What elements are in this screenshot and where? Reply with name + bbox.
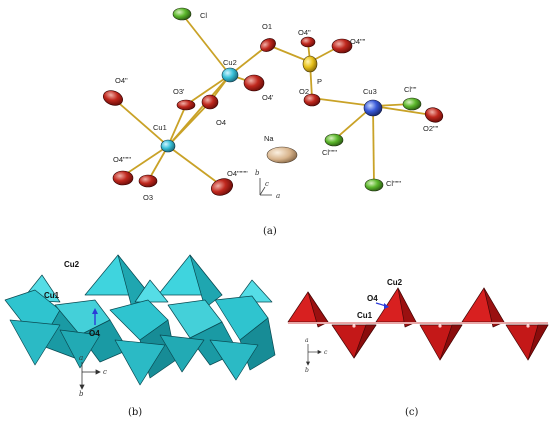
axes-a [259, 178, 272, 196]
label-cl-bottom: Cl""" [386, 179, 401, 188]
label-o3: O3 [143, 193, 153, 202]
label-na: Na [264, 134, 274, 143]
label-o4-top-b: O4"" [350, 37, 366, 46]
atom-p [302, 55, 318, 73]
label-o2-right: O2"" [423, 124, 439, 133]
atom-o3 [138, 174, 158, 188]
label-b-cu1: Cu1 [44, 291, 60, 300]
label-cl-top: Cl [200, 11, 207, 20]
atom-cu3 [363, 99, 383, 117]
axis-b-a: a [79, 354, 83, 362]
label-c-cu1: Cu1 [357, 311, 373, 320]
atom-o4-prime-right [243, 74, 265, 92]
axis-a-a: a [276, 192, 280, 200]
atom-o4-top-b [331, 38, 353, 54]
atom-o4-quad-prime [211, 178, 233, 196]
atom-na [266, 146, 298, 164]
label-b-cu2: Cu2 [64, 260, 80, 269]
label-o4-triple-prime: O4""" [113, 155, 131, 164]
label-cl-lower-left: Cl""" [322, 148, 337, 157]
atom-o3-prime [176, 99, 196, 111]
axis-c-c: c [324, 349, 328, 356]
axis-c-b: b [305, 367, 309, 374]
axes-b [79, 362, 101, 390]
axis-b-c: c [103, 368, 107, 376]
panel-c [287, 287, 549, 361]
caption-b: (b) [128, 407, 142, 418]
atom-o4-dblprime-left [103, 90, 123, 106]
label-o4-prime: O4' [262, 93, 274, 102]
atom-cl-bottom [364, 178, 384, 192]
panel-a: Cl O1 O4" O4"" P Cu2 O4' O4" O3' O4 O2 C… [103, 7, 444, 237]
label-o4: O4 [216, 118, 226, 127]
atom-o2-right [424, 107, 444, 123]
label-o1: O1 [262, 22, 272, 31]
axis-b-b: b [79, 390, 84, 398]
atom-cu1 [160, 139, 176, 153]
label-o2: O2 [299, 87, 309, 96]
axis-a-b: b [255, 169, 260, 177]
label-cl-right: Cl"" [404, 85, 417, 94]
atom-cl-top [172, 7, 192, 21]
label-c-cu2: Cu2 [387, 278, 403, 287]
panel-b [4, 254, 276, 386]
atom-o1 [260, 38, 276, 52]
label-b-o4: O4 [89, 329, 100, 338]
axis-c-a: a [305, 337, 309, 344]
label-o4-dblprime: O4" [115, 76, 128, 85]
atom-o2 [303, 93, 321, 107]
label-c-o4: O4 [367, 294, 378, 303]
label-cu1: Cu1 [153, 123, 167, 132]
atom-cl-right [402, 97, 422, 111]
atom-o4-top-a [300, 36, 316, 48]
label-cu2: Cu2 [223, 58, 237, 67]
atom-o4 [201, 94, 219, 110]
label-o3-prime: O3' [173, 87, 185, 96]
label-o4-top-a: O4" [298, 28, 311, 37]
atom-cl-lower-left [324, 133, 344, 147]
label-cu3: Cu3 [363, 87, 377, 96]
label-o4-quad-prime: O4"""" [227, 169, 248, 178]
atom-cu2 [221, 67, 239, 83]
axis-a-c: c [265, 180, 269, 188]
caption-a: (a) [263, 226, 277, 237]
caption-c: (c) [405, 407, 419, 418]
axes-c [305, 344, 322, 366]
label-p: P [317, 77, 322, 86]
atom-o4-triple-prime [112, 170, 134, 186]
